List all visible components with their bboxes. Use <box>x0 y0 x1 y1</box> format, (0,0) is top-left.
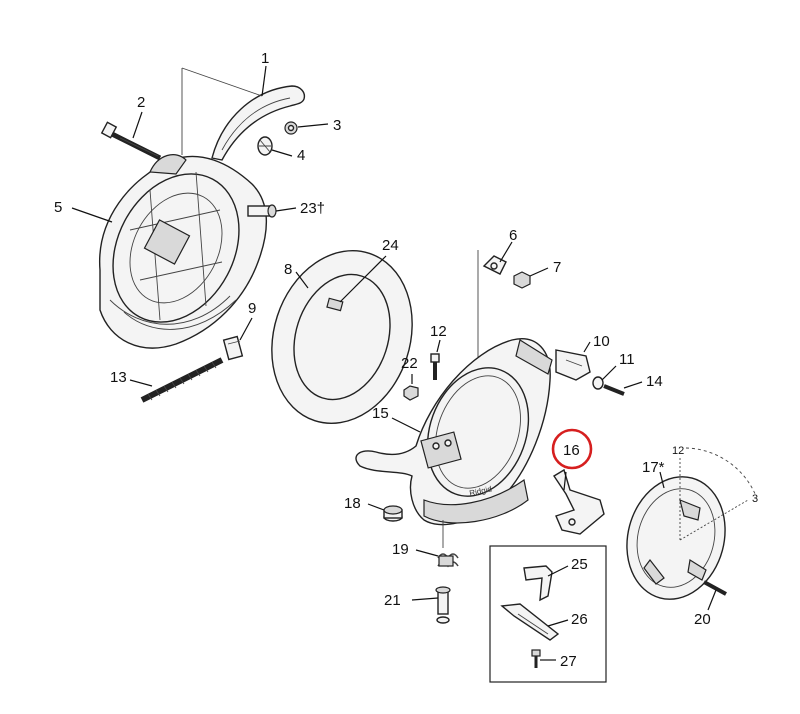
label-1: 1 <box>261 50 269 67</box>
part-1-shield <box>211 85 306 161</box>
part-20-screw <box>703 580 727 596</box>
label-24: 24 <box>382 237 399 254</box>
label-20: 20 <box>694 611 711 628</box>
label-7: 7 <box>553 259 561 276</box>
label-22: 22 <box>401 355 418 372</box>
part-6-bracket <box>482 255 507 275</box>
clock-12-label: 12 <box>672 445 684 457</box>
part-3-nut <box>284 121 298 135</box>
part-18-fitting <box>383 505 403 522</box>
part-5-housing <box>99 154 267 349</box>
label-12: 12 <box>430 323 447 340</box>
label-18: 18 <box>344 495 361 512</box>
part-11-washer <box>592 376 604 390</box>
part-13-threaded-rod <box>140 357 224 403</box>
part-16-bracket <box>553 468 605 535</box>
label-3: 3 <box>333 117 341 134</box>
label-5: 5 <box>54 199 62 216</box>
part-12-screw <box>430 353 440 380</box>
label-13: 13 <box>110 369 127 386</box>
part-21-pin <box>435 586 451 624</box>
inset-box <box>489 545 607 683</box>
label-17: 17* <box>642 459 665 476</box>
part-2-bolt <box>100 121 162 161</box>
label-9: 9 <box>248 300 256 317</box>
part-22-nut <box>403 385 419 401</box>
label-2: 2 <box>137 94 145 111</box>
part-10-latch <box>555 349 591 381</box>
label-27: 27 <box>560 653 577 670</box>
label-4: 4 <box>297 147 305 164</box>
clock-3-label: 3 <box>752 493 758 505</box>
label-23: 23† <box>300 200 325 217</box>
label-6: 6 <box>509 227 517 244</box>
part-4-spring <box>257 136 273 156</box>
label-19: 19 <box>392 541 409 558</box>
part-14-screw <box>603 384 625 396</box>
part-27-screw <box>531 649 541 668</box>
part-23-stud <box>247 204 277 218</box>
part-17-dial <box>626 476 726 600</box>
label-25: 25 <box>571 556 588 573</box>
part-8-ring <box>271 250 413 424</box>
label-26: 26 <box>571 611 588 628</box>
label-15: 15 <box>372 405 389 422</box>
label-8: 8 <box>284 261 292 278</box>
highlight-circle-16 <box>551 428 593 470</box>
label-16: 16 <box>563 442 580 459</box>
part-24-pin <box>326 297 344 312</box>
part-7-nut <box>513 271 531 289</box>
label-21: 21 <box>384 592 401 609</box>
label-10: 10 <box>593 333 610 350</box>
part-19-spring <box>437 553 459 568</box>
label-14: 14 <box>646 373 663 390</box>
part-9-fitting <box>222 335 244 361</box>
label-11: 11 <box>619 351 635 368</box>
part-15-plate: Ridgid <box>355 338 553 526</box>
part-26-plate <box>500 603 560 641</box>
part-25-bracket <box>523 565 553 602</box>
